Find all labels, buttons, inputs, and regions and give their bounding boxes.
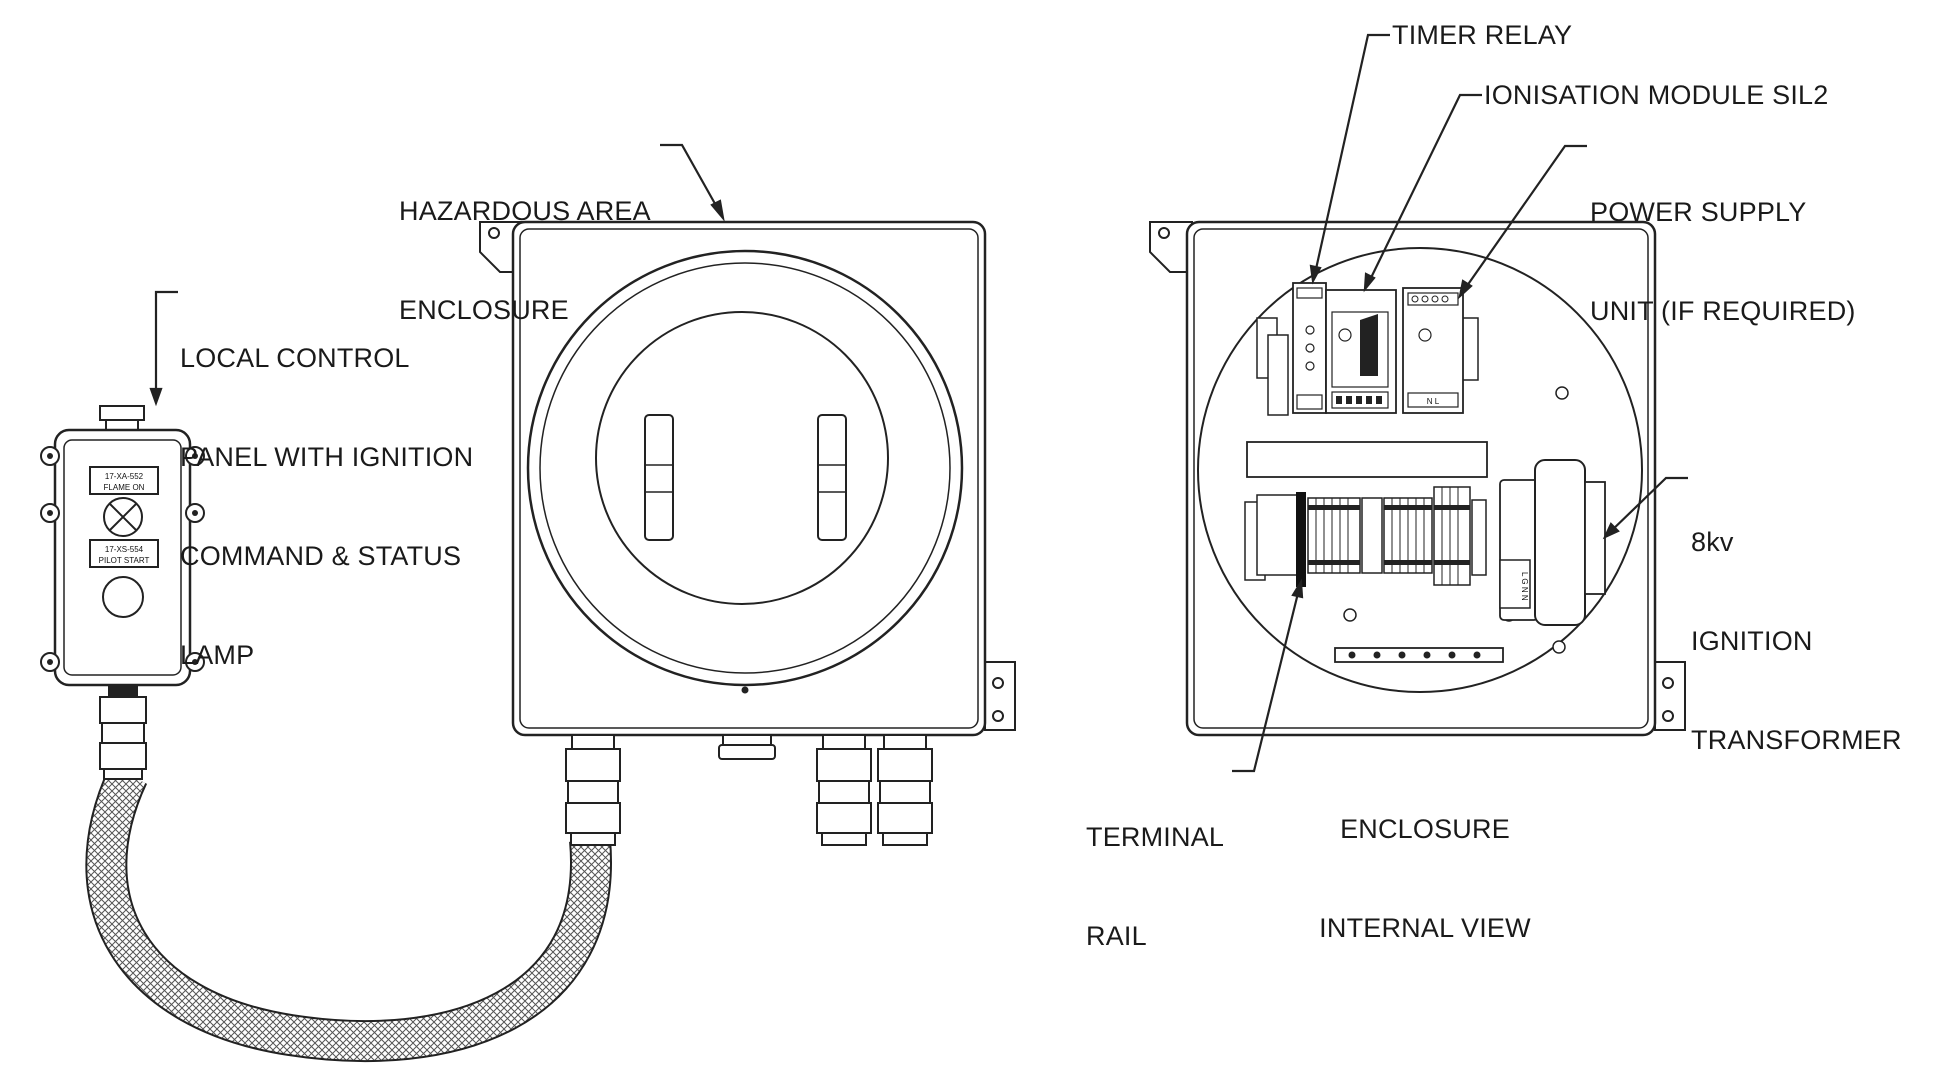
label-transformer-line2: IGNITION [1691,626,1813,656]
label-transformer-line3: TRANSFORMER [1691,725,1902,755]
ionisation-module [1325,289,1397,414]
leader-transformer [1606,476,1688,536]
label-transformer: 8kv IGNITION TRANSFORMER [1691,460,1902,790]
label-terminal-rail: TERMINAL RAIL [1086,755,1224,986]
leader-lines [149,33,1688,773]
label-power-supply-line1: POWER SUPPLY [1590,197,1807,227]
tag1-line1: 17-XA-552 [105,472,144,481]
label-internal-view: ENCLOSURE INTERNAL VIEW [1310,747,1540,978]
leader-hazardous-area [660,143,724,219]
transformer-terminal-labels: L G N N [1520,572,1529,601]
leader-local-control [154,290,178,401]
hazardous-area-enclosure [479,220,1016,846]
local-control-panel: 17-XA-552 FLAME ON 17-XS-554 PILOT START [40,405,205,780]
power-supply-unit: N L [1402,287,1464,414]
label-power-supply: POWER SUPPLY UNIT (IF REQUIRED) [1590,130,1856,361]
earth-bar [1334,647,1504,663]
flexible-conduit [85,766,612,1063]
label-local-control-line2: PANEL WITH IGNITION [180,442,474,472]
label-power-supply-line2: UNIT (IF REQUIRED) [1590,296,1856,326]
terminal-rail-assembly [1244,486,1487,587]
leader-timer-relay [1312,33,1390,279]
status-lamp-icon [109,503,137,531]
pilot-start-button-icon [102,576,144,618]
label-local-control-line1: LOCAL CONTROL [180,343,410,373]
tag2-line1: 17-XS-554 [105,545,144,554]
label-local-control-line3: COMMAND & STATUS [180,541,462,571]
label-transformer-line1: 8kv [1691,527,1734,557]
enclosure-internal-view: N L [1149,220,1686,737]
timer-relay [1292,282,1327,414]
label-terminal-rail-line2: RAIL [1086,921,1147,951]
psu-terminal-labels: N L [1427,397,1440,406]
label-ionisation-module: IONISATION MODULE SIL2 [1484,80,1829,110]
label-local-control: LOCAL CONTROL PANEL WITH IGNITION COMMAN… [180,276,473,705]
label-internal-view-line2: INTERNAL VIEW [1319,913,1531,943]
label-internal-view-line1: ENCLOSURE [1340,814,1510,844]
tag2-line2: PILOT START [99,556,150,565]
label-hazardous-area-line1: HAZARDOUS AREA [399,196,651,226]
label-hazardous-area: HAZARDOUS AREA ENCLOSURE [399,129,651,360]
label-timer-relay: TIMER RELAY [1392,20,1573,50]
label-hazardous-area-line2: ENCLOSURE [399,295,569,325]
tag1-line2: FLAME ON [104,483,145,492]
leader-power-supply [1461,144,1587,294]
leader-ionisation [1366,93,1482,287]
ignition-transformer: L G N N [1499,459,1606,626]
cable-duct [1246,441,1488,478]
label-terminal-rail-line1: TERMINAL [1086,822,1225,852]
leader-terminal-rail [1232,584,1302,773]
label-local-control-line4: LAMP [180,640,255,670]
